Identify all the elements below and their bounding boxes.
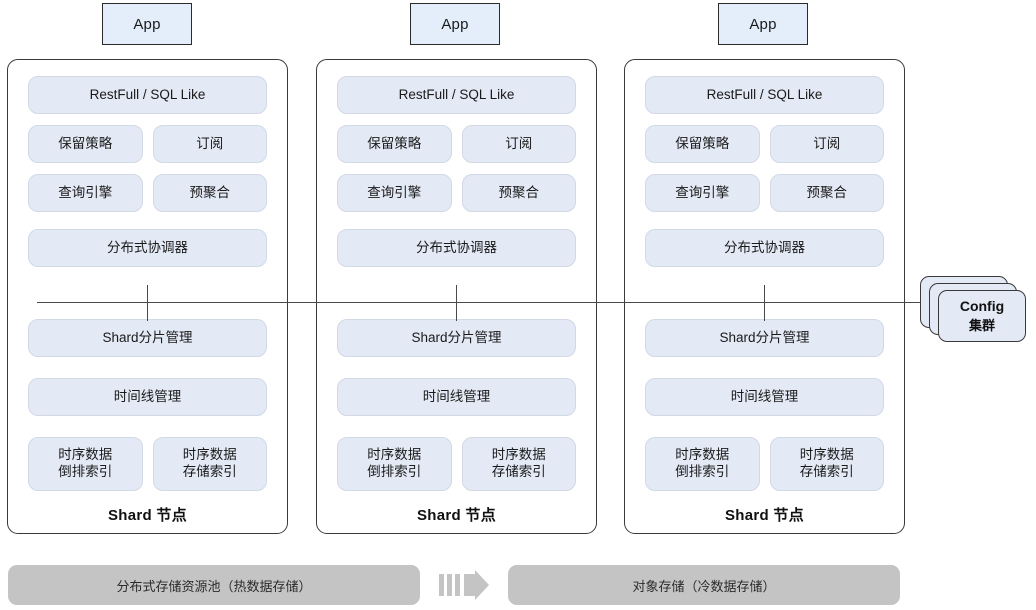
shard-management-pill[interactable]: Shard分片管理 bbox=[28, 319, 267, 357]
shard-management-label: Shard分片管理 bbox=[719, 329, 810, 345]
storage-index-label-line1: 时序数据 bbox=[182, 447, 237, 463]
app-box-2[interactable]: App bbox=[410, 3, 500, 45]
storage-index-label-line2: 存储索引 bbox=[799, 464, 854, 479]
pre-aggregation-pill[interactable]: 预聚合 bbox=[769, 174, 884, 212]
api-layer-label: RestFull / SQL Like bbox=[398, 86, 515, 102]
config-cluster-subtitle: 集群 bbox=[968, 318, 995, 333]
app-box-3[interactable]: App bbox=[718, 3, 808, 45]
query-row: 查询引擎 预聚合 bbox=[28, 174, 267, 212]
inverted-index-label-line1: 时序数据 bbox=[675, 447, 730, 463]
coordinator-label: 分布式协调器 bbox=[416, 239, 497, 255]
subscription-pill[interactable]: 订阅 bbox=[461, 125, 576, 163]
storage-index-label-line1: 时序数据 bbox=[491, 447, 546, 463]
query-engine-pill[interactable]: 查询引擎 bbox=[28, 174, 143, 212]
coordinator-pill[interactable]: 分布式协调器 bbox=[337, 229, 576, 267]
inverted-index-label-line2: 倒排索引 bbox=[675, 464, 730, 479]
hot-storage-bar[interactable]: 分布式存储资源池（热数据存储） bbox=[8, 565, 420, 605]
shard-node-1[interactable]: RestFull / SQL Like 保留策略 订阅 查询引擎 预聚合 分布式… bbox=[7, 59, 288, 534]
app-box-label: App bbox=[441, 15, 469, 33]
subscription-label: 订阅 bbox=[196, 135, 224, 151]
timeline-management-label: 时间线管理 bbox=[113, 388, 182, 404]
timeline-management-label: 时间线管理 bbox=[730, 388, 799, 404]
node-3-bus-connector bbox=[764, 285, 765, 321]
api-layer-pill[interactable]: RestFull / SQL Like bbox=[337, 76, 576, 114]
subscription-label: 订阅 bbox=[505, 135, 533, 151]
storage-index-label-line2: 存储索引 bbox=[182, 464, 237, 479]
query-engine-label: 查询引擎 bbox=[675, 184, 730, 200]
coordinator-label: 分布式协调器 bbox=[107, 239, 188, 255]
pre-aggregation-label: 预聚合 bbox=[806, 184, 848, 200]
inverted-index-label-line2: 倒排索引 bbox=[367, 464, 422, 479]
subscription-pill[interactable]: 订阅 bbox=[769, 125, 884, 163]
pre-aggregation-label: 预聚合 bbox=[189, 184, 231, 200]
shard-management-pill[interactable]: Shard分片管理 bbox=[645, 319, 884, 357]
retention-policy-pill[interactable]: 保留策略 bbox=[645, 125, 760, 163]
query-row: 查询引擎 预聚合 bbox=[337, 174, 576, 212]
storage-index-pill[interactable]: 时序数据 存储索引 bbox=[461, 437, 576, 491]
api-layer-pill[interactable]: RestFull / SQL Like bbox=[28, 76, 267, 114]
inverted-index-pill[interactable]: 时序数据 倒排索引 bbox=[645, 437, 760, 491]
pre-aggregation-pill[interactable]: 预聚合 bbox=[461, 174, 576, 212]
query-engine-label: 查询引擎 bbox=[58, 184, 113, 200]
shard-node-2[interactable]: RestFull / SQL Like 保留策略 订阅 查询引擎 预聚合 分布式… bbox=[316, 59, 597, 534]
timeline-management-pill[interactable]: 时间线管理 bbox=[337, 378, 576, 416]
storage-index-label-line2: 存储索引 bbox=[491, 464, 546, 479]
retention-policy-label: 保留策略 bbox=[58, 135, 113, 151]
shard-management-pill[interactable]: Shard分片管理 bbox=[337, 319, 576, 357]
retention-policy-pill[interactable]: 保留策略 bbox=[28, 125, 143, 163]
api-layer-pill[interactable]: RestFull / SQL Like bbox=[645, 76, 884, 114]
api-layer-label: RestFull / SQL Like bbox=[706, 86, 823, 102]
inverted-index-label-line1: 时序数据 bbox=[58, 447, 113, 463]
config-cluster[interactable]: Config 集群 bbox=[920, 276, 1030, 348]
inverted-index-pill[interactable]: 时序数据 倒排索引 bbox=[28, 437, 143, 491]
retention-policy-label: 保留策略 bbox=[367, 135, 422, 151]
api-layer-label: RestFull / SQL Like bbox=[89, 86, 206, 102]
query-row: 查询引擎 预聚合 bbox=[645, 174, 884, 212]
subscription-pill[interactable]: 订阅 bbox=[152, 125, 267, 163]
shard-node-footer-label: Shard 节点 bbox=[724, 507, 805, 524]
node-2-bus-connector bbox=[456, 285, 457, 321]
index-row: 时序数据 倒排索引 时序数据 存储索引 bbox=[337, 437, 576, 491]
index-row: 时序数据 倒排索引 时序数据 存储索引 bbox=[645, 437, 884, 491]
pre-aggregation-label: 预聚合 bbox=[498, 184, 540, 200]
timeline-management-label: 时间线管理 bbox=[422, 388, 491, 404]
timeline-management-pill[interactable]: 时间线管理 bbox=[645, 378, 884, 416]
coordinator-pill[interactable]: 分布式协调器 bbox=[28, 229, 267, 267]
coordinator-label: 分布式协调器 bbox=[724, 239, 805, 255]
app-box-label: App bbox=[133, 15, 161, 33]
config-cluster-card-front[interactable]: Config 集群 bbox=[938, 290, 1026, 342]
subscription-label: 订阅 bbox=[813, 135, 841, 151]
query-engine-label: 查询引擎 bbox=[367, 184, 422, 200]
inverted-index-pill[interactable]: 时序数据 倒排索引 bbox=[337, 437, 452, 491]
timeline-management-pill[interactable]: 时间线管理 bbox=[28, 378, 267, 416]
shard-management-label: Shard分片管理 bbox=[411, 329, 502, 345]
query-engine-pill[interactable]: 查询引擎 bbox=[645, 174, 760, 212]
policy-row: 保留策略 订阅 bbox=[645, 125, 884, 163]
config-cluster-title: Config bbox=[959, 298, 1005, 314]
shard-management-label: Shard分片管理 bbox=[102, 329, 193, 345]
inverted-index-label-line2: 倒排索引 bbox=[58, 464, 113, 479]
cold-storage-label: 对象存储（冷数据存储） bbox=[632, 578, 776, 594]
storage-index-pill[interactable]: 时序数据 存储索引 bbox=[769, 437, 884, 491]
index-row: 时序数据 倒排索引 时序数据 存储索引 bbox=[28, 437, 267, 491]
pre-aggregation-pill[interactable]: 预聚合 bbox=[152, 174, 267, 212]
storage-index-label-line1: 时序数据 bbox=[799, 447, 854, 463]
inverted-index-label-line1: 时序数据 bbox=[367, 447, 422, 463]
shard-node-footer-label: Shard 节点 bbox=[107, 507, 188, 524]
striped-right-arrow-icon bbox=[437, 570, 497, 600]
node-1-bus-connector bbox=[147, 285, 148, 321]
app-box-label: App bbox=[749, 15, 777, 33]
shard-node-footer-label: Shard 节点 bbox=[416, 507, 497, 524]
storage-index-pill[interactable]: 时序数据 存储索引 bbox=[152, 437, 267, 491]
hot-storage-label: 分布式存储资源池（热数据存储） bbox=[116, 578, 312, 594]
cluster-bus-line bbox=[37, 302, 924, 303]
policy-row: 保留策略 订阅 bbox=[337, 125, 576, 163]
policy-row: 保留策略 订阅 bbox=[28, 125, 267, 163]
query-engine-pill[interactable]: 查询引擎 bbox=[337, 174, 452, 212]
retention-policy-pill[interactable]: 保留策略 bbox=[337, 125, 452, 163]
retention-policy-label: 保留策略 bbox=[675, 135, 730, 151]
coordinator-pill[interactable]: 分布式协调器 bbox=[645, 229, 884, 267]
cold-storage-bar[interactable]: 对象存储（冷数据存储） bbox=[508, 565, 900, 605]
app-box-1[interactable]: App bbox=[102, 3, 192, 45]
